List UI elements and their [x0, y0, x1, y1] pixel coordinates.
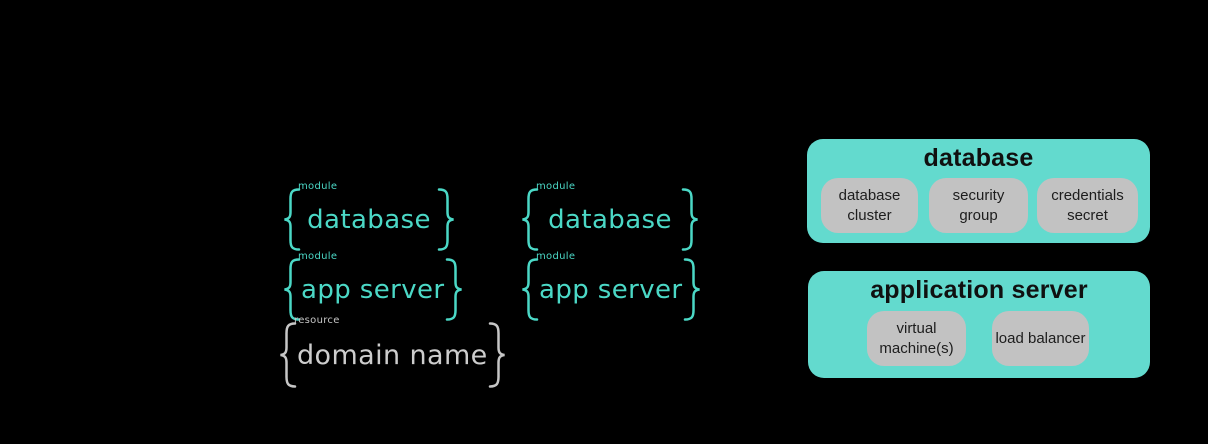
- left-curly-brace-icon: [283, 188, 301, 251]
- item-security-group: security group: [929, 178, 1028, 233]
- left-curly-brace-icon: [521, 258, 539, 321]
- container-title: application server: [870, 276, 1088, 304]
- item-database-cluster: database cluster: [821, 178, 918, 233]
- right-curly-brace-icon: [683, 258, 701, 321]
- group-kind-label: module: [536, 181, 576, 192]
- container-title: database: [923, 144, 1034, 172]
- group-title: database: [548, 204, 672, 235]
- group-title: app server: [539, 274, 683, 305]
- item-virtual-machines: virtual machine(s): [867, 311, 966, 366]
- group-kind-label: resource: [294, 315, 340, 326]
- module-group-database-left: module database: [283, 182, 455, 251]
- group-kind-label: module: [536, 251, 576, 262]
- resource-group-domain-name: resource domain name: [279, 316, 506, 388]
- group-title: domain name: [297, 339, 488, 371]
- item-credentials-secret: credentials secret: [1037, 178, 1138, 233]
- group-title: database: [307, 204, 431, 235]
- left-curly-brace-icon: [283, 258, 301, 321]
- item-load-balancer: load balancer: [992, 311, 1089, 366]
- left-curly-brace-icon: [521, 188, 539, 251]
- right-curly-brace-icon: [445, 258, 463, 321]
- group-kind-label: module: [298, 251, 338, 262]
- right-curly-brace-icon: [681, 188, 699, 251]
- right-curly-brace-icon: [488, 322, 506, 388]
- left-curly-brace-icon: [279, 322, 297, 388]
- module-group-app-server-left: module app server: [283, 252, 463, 321]
- module-group-app-server-middle: module app server: [521, 252, 701, 321]
- right-curly-brace-icon: [437, 188, 455, 251]
- module-group-database-middle: module database: [521, 182, 699, 251]
- application-server-container: application server virtual machine(s) lo…: [808, 271, 1150, 378]
- group-title: app server: [301, 274, 445, 305]
- group-kind-label: module: [298, 181, 338, 192]
- database-container: database database cluster security group…: [807, 139, 1150, 243]
